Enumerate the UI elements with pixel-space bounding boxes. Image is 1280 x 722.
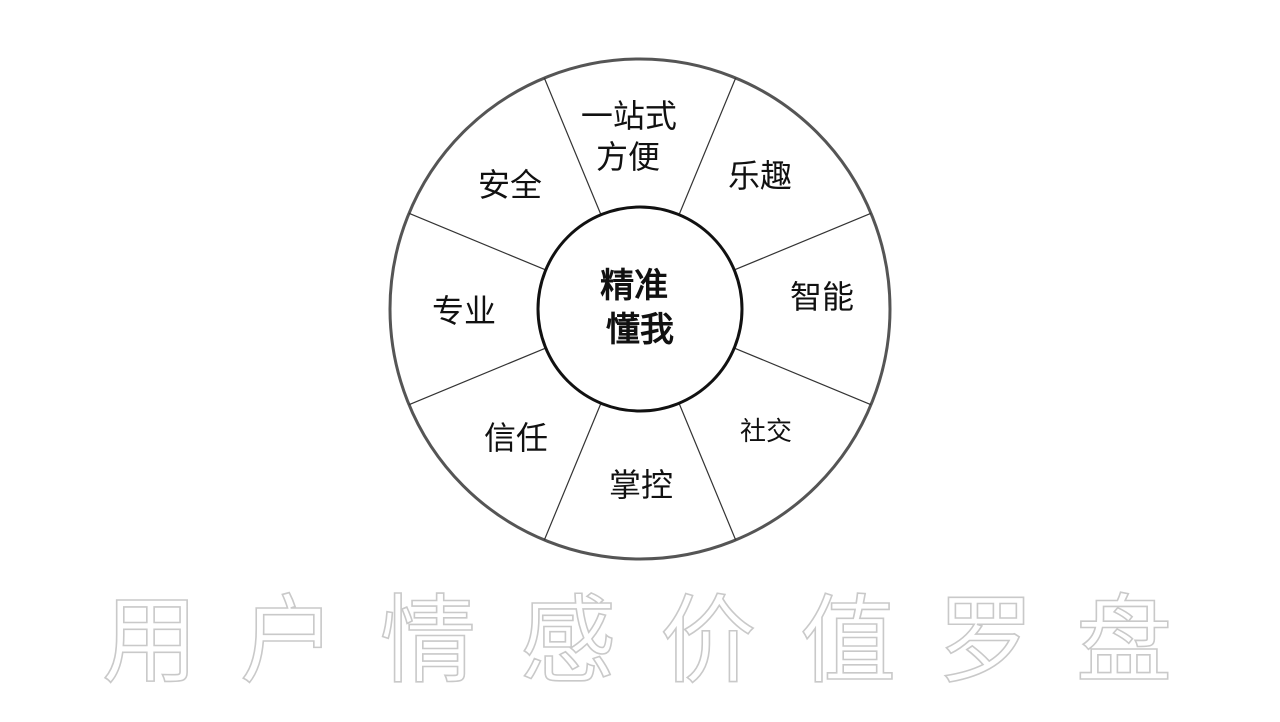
subtitle-char-6: 值 xyxy=(800,585,896,697)
subtitle-char-8: 盘 xyxy=(1076,585,1172,697)
segment-dividers xyxy=(408,77,872,541)
segment-divider xyxy=(734,347,872,406)
segment-label-smart: 智能 xyxy=(790,278,854,316)
segment-divider xyxy=(678,403,737,541)
segment-label-fun: 乐趣 xyxy=(728,157,792,195)
center-label-line-1: 精准 xyxy=(600,266,668,306)
segment-label-trust: 信任 xyxy=(484,419,548,457)
segment-label-convenience-line-1: 一站式 xyxy=(581,97,677,135)
segment-divider xyxy=(678,77,737,215)
segment-label-convenience: 一站式 方便 xyxy=(581,97,687,176)
segment-label-professional: 专业 xyxy=(432,292,496,330)
subtitle-char-3: 情 xyxy=(380,585,476,697)
segment-divider xyxy=(543,77,602,215)
outer-ring xyxy=(388,57,892,561)
segment-label-safety: 安全 xyxy=(478,166,542,204)
segment-divider xyxy=(408,212,546,271)
subtitle-char-1: 用 xyxy=(102,585,198,697)
segment-label-control: 掌控 xyxy=(609,466,673,504)
segment-label-convenience-line-2: 方便 xyxy=(596,138,660,176)
subtitle: 用 户 情 感 价 值 罗 盘 xyxy=(101,584,1173,698)
center-ring xyxy=(536,205,744,413)
center-label: 精准 懂我 xyxy=(600,266,680,350)
subtitle-char-4: 感 xyxy=(520,585,616,697)
subtitle-char-7: 罗 xyxy=(938,585,1034,697)
segment-divider xyxy=(734,212,872,271)
segment-divider xyxy=(408,347,546,406)
center-label-line-2: 懂我 xyxy=(606,310,674,350)
subtitle-char-2: 户 xyxy=(240,585,336,697)
subtitle-char-5: 价 xyxy=(660,585,756,697)
segment-divider xyxy=(543,403,602,541)
segment-label-social: 社交 xyxy=(740,417,792,447)
